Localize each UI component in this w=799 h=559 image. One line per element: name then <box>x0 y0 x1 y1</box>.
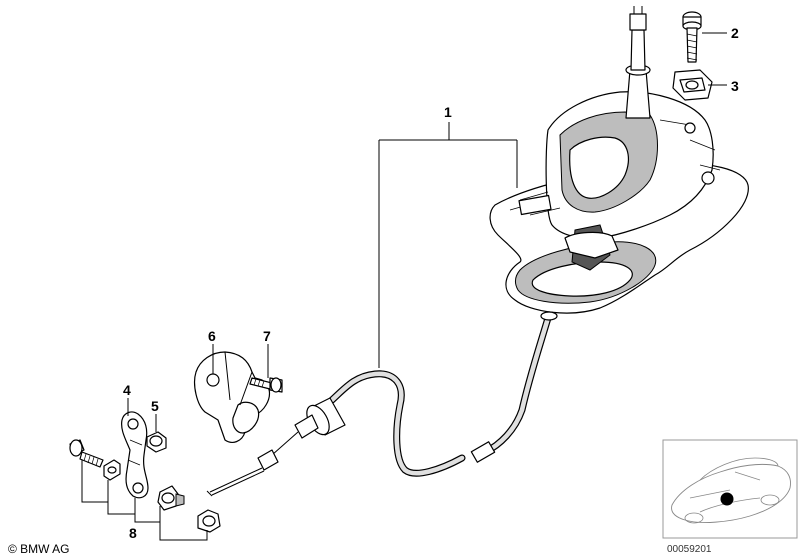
nut-5[interactable] <box>146 431 167 453</box>
leader-lines <box>81 32 727 541</box>
car-silhouette <box>671 457 791 524</box>
vehicle-locator-inset <box>662 439 798 539</box>
bolt-7[interactable] <box>249 377 283 393</box>
document-number: 00059201 <box>667 544 712 555</box>
hardware-set-8[interactable] <box>69 439 221 533</box>
callout-4: 4 <box>123 382 131 398</box>
callout-numbers: 1 2 3 4 5 6 7 8 <box>123 25 739 541</box>
location-marker <box>720 492 734 506</box>
callout-6: 6 <box>208 328 216 344</box>
bracket[interactable] <box>193 351 271 443</box>
callout-5: 5 <box>151 398 159 414</box>
callout-3: 3 <box>731 78 739 94</box>
callout-2: 2 <box>731 25 739 41</box>
clip-nut-3[interactable] <box>672 69 713 101</box>
gear-selector-assembly[interactable] <box>470 6 749 463</box>
lever-4[interactable] <box>121 411 149 499</box>
callout-8: 8 <box>129 525 137 541</box>
callout-1: 1 <box>444 104 452 120</box>
bolt-2[interactable] <box>682 11 702 63</box>
selector-cable[interactable] <box>206 370 466 497</box>
copyright-text: © BMW AG <box>8 542 70 556</box>
callout-7: 7 <box>263 328 271 344</box>
